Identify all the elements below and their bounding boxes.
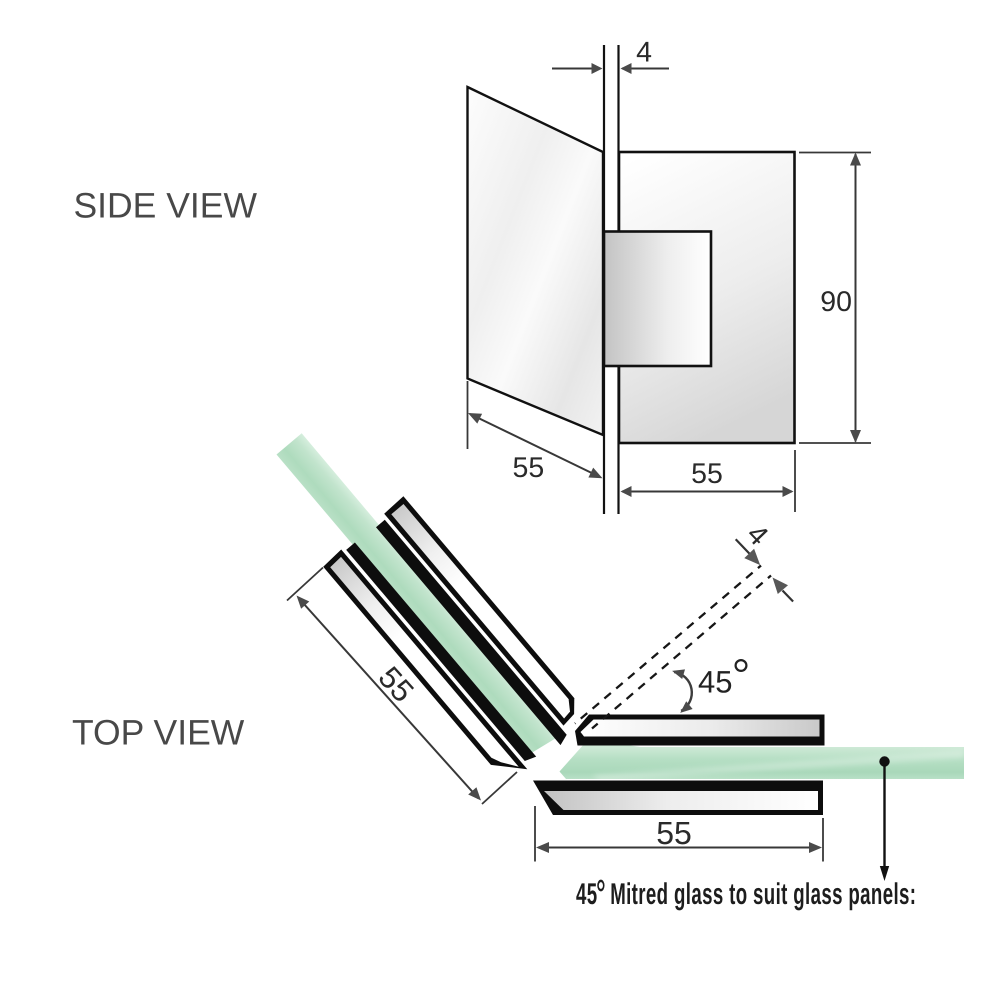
svg-text:Mitred glass to suit glass pan: Mitred glass to suit glass panels: bbox=[610, 878, 916, 911]
svg-text:45: 45 bbox=[576, 878, 598, 911]
svg-text:55: 55 bbox=[691, 458, 723, 490]
svg-text:TOP VIEW: TOP VIEW bbox=[72, 713, 245, 753]
svg-text:4: 4 bbox=[636, 37, 652, 69]
svg-text:45: 45 bbox=[698, 665, 732, 700]
svg-text:90: 90 bbox=[820, 286, 852, 318]
svg-text:SIDE VIEW: SIDE VIEW bbox=[74, 186, 258, 226]
svg-text:55: 55 bbox=[656, 815, 692, 851]
svg-text:55: 55 bbox=[513, 452, 545, 484]
